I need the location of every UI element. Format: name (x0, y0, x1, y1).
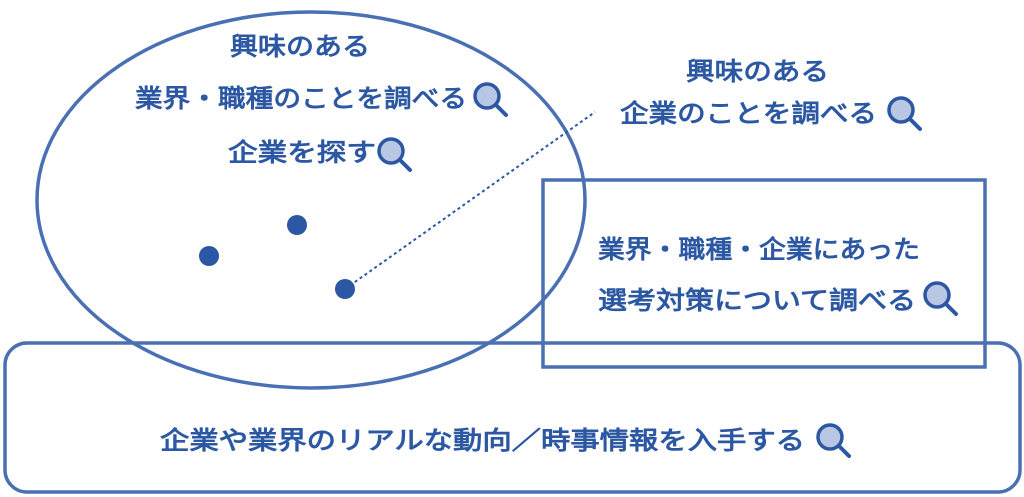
ellipse-line-1: 興味のある (230, 32, 370, 61)
dot (287, 215, 307, 235)
search-icon (473, 82, 508, 117)
search-icon (887, 96, 922, 131)
top-right-line-1: 興味のある (686, 57, 829, 86)
search-icon (923, 281, 958, 316)
search-icon (816, 423, 851, 458)
search-icon (377, 137, 412, 172)
bottom-box-line-1: 企業や業界のリアルな動向／時事情報を入手する (160, 426, 805, 455)
dot (335, 279, 355, 299)
news-box (3, 341, 1022, 494)
dotted-connector (344, 111, 596, 290)
ellipse-line-2: 業界・職種のことを調べる (135, 84, 467, 113)
dot (199, 246, 219, 266)
right-box-line-2: 選考対策について調べる (598, 286, 916, 315)
selection-prep-box (541, 178, 987, 369)
interest-ellipse (35, 10, 587, 390)
right-box-line-1: 業界・職種・企業にあった (598, 235, 920, 264)
ellipse-line-3: 企業を探す (228, 138, 376, 167)
top-right-line-2: 企業のことを調べる (620, 99, 877, 128)
